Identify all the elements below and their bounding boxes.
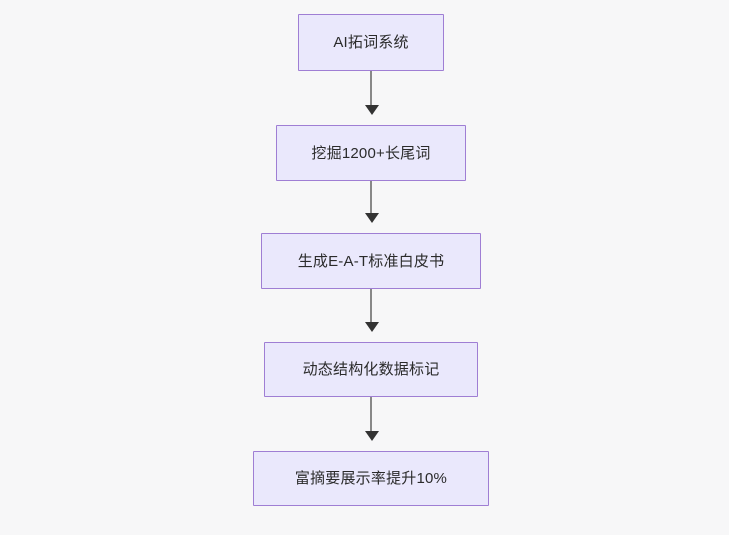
flow-node-dynamic-structured-data-markup[interactable]: 动态结构化数据标记 xyxy=(264,342,478,397)
flow-edge-line xyxy=(370,397,372,432)
flow-node-label: 动态结构化数据标记 xyxy=(302,361,440,378)
flow-edge-line xyxy=(370,71,372,106)
flow-node-label: 生成E-A-T标准白皮书 xyxy=(297,252,445,270)
arrow-down-icon xyxy=(365,322,379,332)
arrow-down-icon xyxy=(365,213,379,223)
flow-node-label: 挖掘1200+长尾词 xyxy=(311,144,431,162)
flow-node-generate-eat-whitepaper[interactable]: 生成E-A-T标准白皮书 xyxy=(261,233,481,289)
flow-node-label: 富摘要展示率提升10% xyxy=(294,470,448,487)
flow-edge-line xyxy=(370,289,372,323)
arrow-down-icon xyxy=(365,105,379,115)
flow-node-mine-longtail-keywords[interactable]: 挖掘1200+长尾词 xyxy=(276,125,466,181)
flow-node-rich-snippet-impression-lift[interactable]: 富摘要展示率提升10% xyxy=(253,451,489,506)
flow-node-label: AI拓词系统 xyxy=(333,34,409,51)
arrow-down-icon xyxy=(365,431,379,441)
flow-edge-line xyxy=(370,181,372,214)
flow-node-ai-keyword-system[interactable]: AI拓词系统 xyxy=(298,14,444,71)
